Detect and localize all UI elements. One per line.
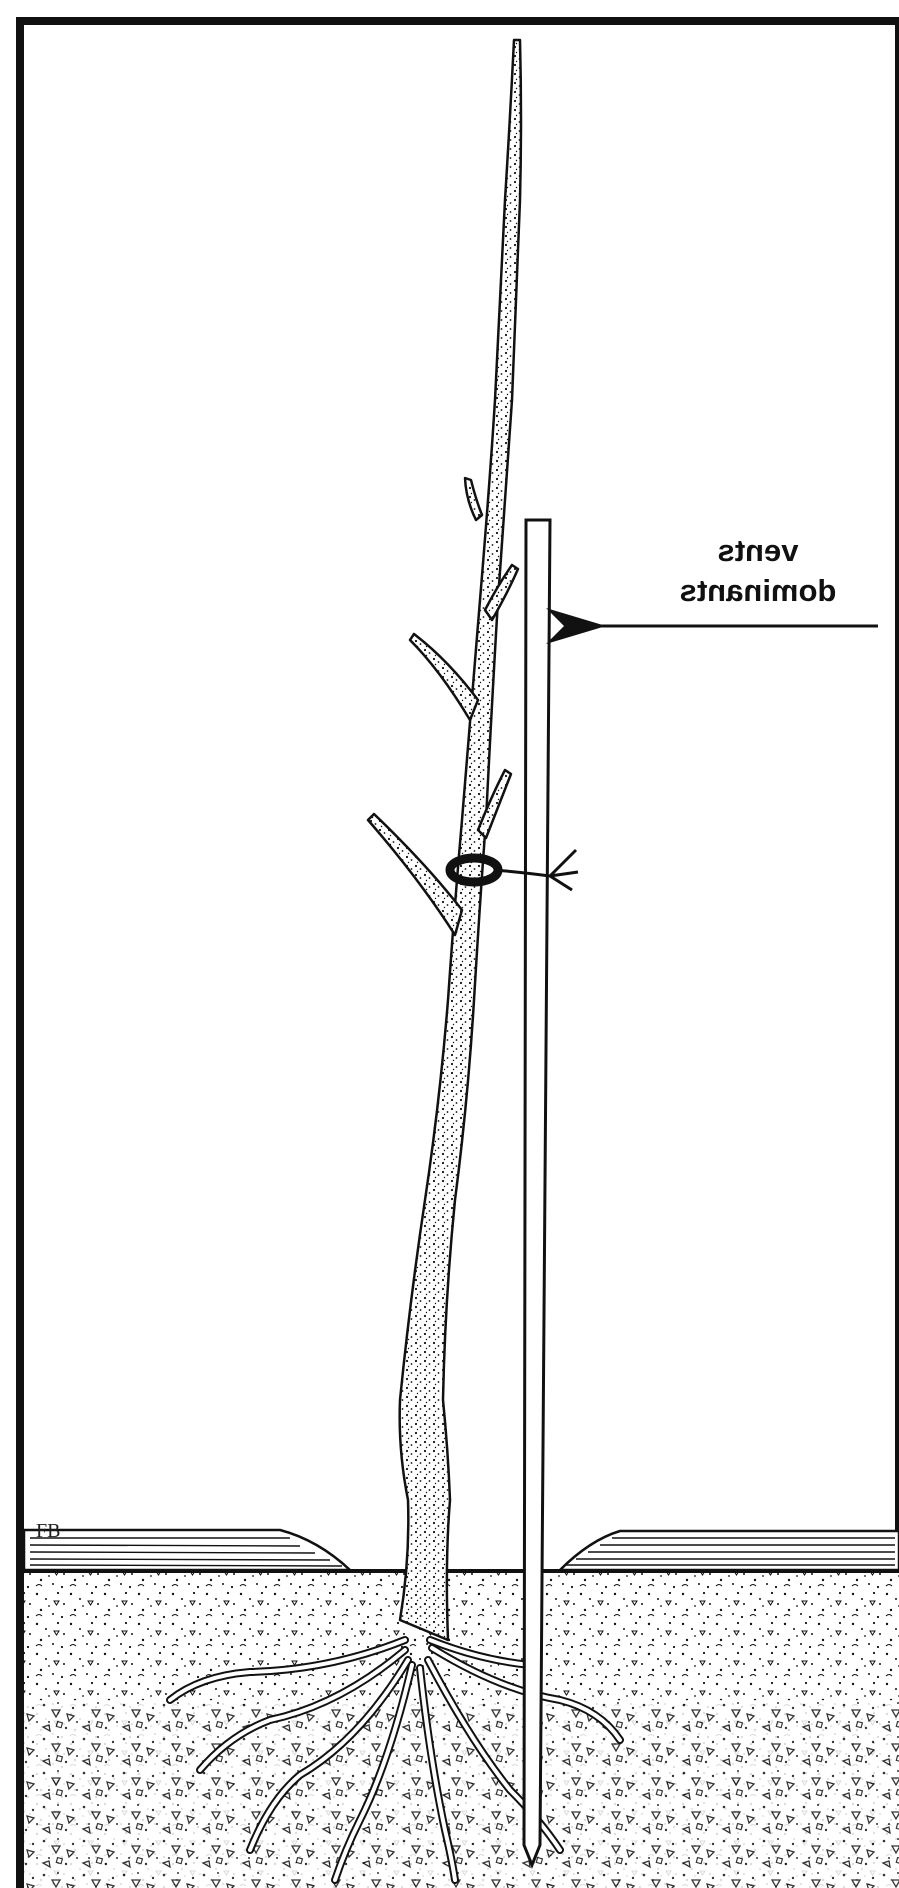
artist-initials: FB — [36, 1520, 60, 1543]
mulch-mound-right — [560, 1531, 899, 1570]
mulch-mound-left — [24, 1530, 350, 1570]
soil — [24, 1570, 899, 1888]
wind-label-line1: vents — [648, 532, 868, 570]
wind-label-line2: dominants — [648, 572, 868, 610]
